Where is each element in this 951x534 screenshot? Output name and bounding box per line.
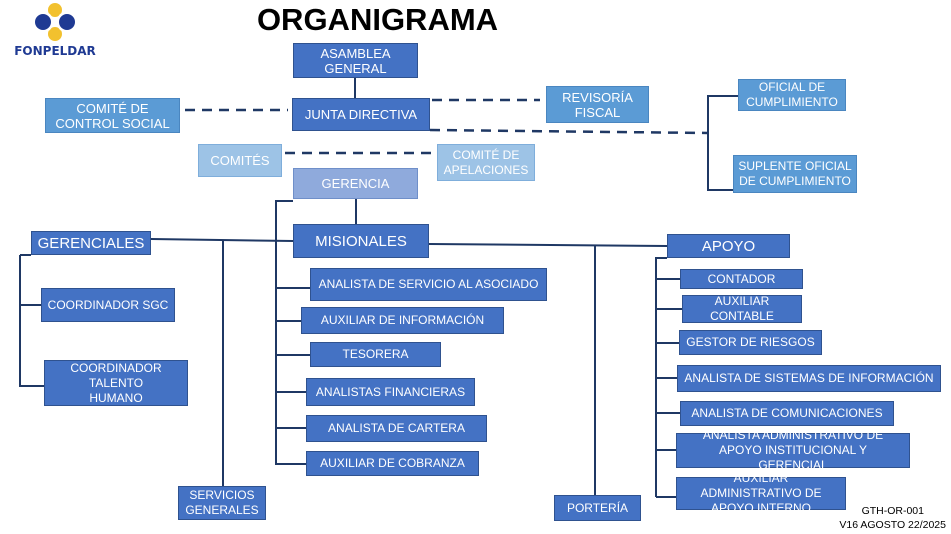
document-version: V16 AGOSTO 22/2025 — [839, 519, 946, 531]
box-apoyo-item[interactable]: ANALISTA ADMINISTRATIVO DE APOYO INSTITU… — [676, 428, 910, 472]
box-misional-item[interactable]: AUXILIAR DE INFORMACIÓN — [301, 307, 504, 334]
box-misional-item[interactable]: TESORERA — [310, 342, 441, 367]
box-comites[interactable]: COMITÉS — [198, 144, 282, 177]
box-comite-apelaciones[interactable]: COMITÉ DE APELACIONES — [437, 144, 535, 181]
box-apoyo-item[interactable]: ANALISTA DE SISTEMAS DE INFORMACIÓN — [677, 365, 941, 392]
box-suplente-oficial[interactable]: SUPLENTE OFICIAL DE CUMPLIMIENTO — [733, 155, 857, 193]
box-apoyo-item[interactable]: CONTADOR — [680, 269, 803, 289]
box-apoyo-item[interactable]: ANALISTA DE COMUNICACIONES — [680, 401, 894, 426]
box-coordinador-sgc[interactable]: COORDINADOR SGC — [41, 288, 175, 322]
box-porteria[interactable]: PORTERÍA — [554, 495, 641, 521]
box-servicios-generales[interactable]: SERVICIOS GENERALES — [178, 486, 266, 520]
box-misional-item[interactable]: ANALISTA DE CARTERA — [306, 415, 487, 442]
bracket-cumplimiento — [707, 95, 738, 191]
box-misional-item[interactable]: ANALISTAS FINANCIERAS — [306, 378, 475, 406]
document-code: GTH-OR-001 — [861, 505, 924, 517]
box-asamblea-general[interactable]: ASAMBLEA GENERAL — [293, 43, 418, 78]
box-misional-item[interactable]: AUXILIAR DE COBRANZA — [306, 451, 479, 476]
box-comite-control-social[interactable]: COMITÉ DE CONTROL SOCIAL — [45, 98, 180, 133]
box-apoyo[interactable]: APOYO — [667, 234, 790, 258]
dashed-cumplimiento — [429, 128, 709, 135]
bracket-apoyo — [655, 257, 667, 497]
box-apoyo-item[interactable]: AUXILIAR ADMINISTRATIVO DE APOYO INTERNO — [676, 471, 846, 515]
bracket-gerenciales — [19, 304, 44, 387]
fonpeldar-logo: FONPELDAR — [5, 2, 105, 62]
box-apoyo-item[interactable]: GESTOR DE RIESGOS — [679, 330, 822, 355]
box-junta-directiva[interactable]: JUNTA DIRECTIVA — [292, 98, 430, 131]
logo-icon: FONPELDAR — [14, 3, 96, 58]
document-footer: GTH-OR-001 V16 AGOSTO 22/2025 — [830, 504, 946, 532]
svg-text:FONPELDAR: FONPELDAR — [14, 44, 96, 58]
box-misional-item[interactable]: ANALISTA DE SERVICIO AL ASOCIADO — [310, 268, 547, 301]
line-apoyo — [428, 243, 668, 247]
box-gerencia[interactable]: GERENCIA — [293, 168, 418, 199]
box-oficial-cumplimiento[interactable]: OFICIAL DE CUMPLIMIENTO — [738, 79, 846, 111]
box-gerenciales[interactable]: GERENCIALES — [31, 231, 151, 255]
page-title: ORGANIGRAMA — [256, 2, 499, 37]
bracket-misionales — [275, 200, 293, 465]
box-misionales[interactable]: MISIONALES — [293, 224, 429, 258]
box-coordinador-talento-humano[interactable]: COORDINADOR TALENTO HUMANO — [44, 360, 188, 406]
box-revisoria-fiscal[interactable]: REVISORÍA FISCAL — [546, 86, 649, 123]
box-apoyo-item[interactable]: AUXILIAR CONTABLE — [682, 294, 802, 323]
